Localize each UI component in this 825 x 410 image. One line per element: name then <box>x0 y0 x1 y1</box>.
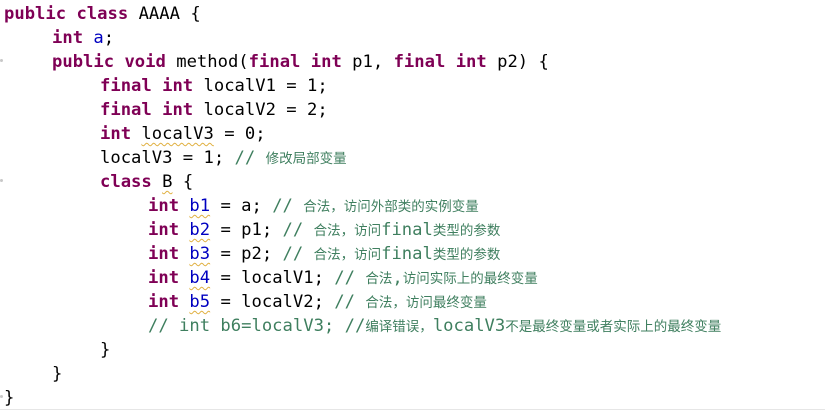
comment: localV3 <box>432 316 506 336</box>
gutter-marker <box>0 395 3 398</box>
comment: 编译错误， <box>365 319 433 335</box>
semicolon: ; <box>103 28 115 48</box>
keyword: int <box>148 196 180 216</box>
code-text: localV2 = 2; <box>203 100 328 120</box>
keyword: int <box>52 28 84 48</box>
comment: 合法，访问最终变量 <box>365 295 487 311</box>
brace: { <box>172 172 194 192</box>
field-name: b4 <box>189 268 211 288</box>
keyword: int <box>148 268 180 288</box>
keyword: final <box>100 76 152 96</box>
comment: // <box>282 244 314 264</box>
keyword: int <box>162 100 194 120</box>
code-line-assign3[interactable]: localV3 = 1; // 修改局部变量 <box>100 146 347 170</box>
code-line-class-decl[interactable]: public class AAAA { <box>4 2 201 26</box>
keyword: class <box>100 172 152 192</box>
comment: 合法，访问外部类的实例变量 <box>303 199 479 215</box>
code-line-b2[interactable]: int b2 = p1; // 合法，访问final类型的参数 <box>148 218 500 242</box>
variable-warning: localV3 <box>141 124 214 144</box>
code-line-method-decl[interactable]: public void method(final int p1, final i… <box>52 50 549 74</box>
keyword: int <box>148 292 180 312</box>
keyword: final <box>100 100 152 120</box>
comment: 合法，访问 <box>313 247 382 263</box>
brace: { <box>538 52 549 72</box>
code-line-close-class[interactable]: } <box>4 386 14 410</box>
comment: 类型的参数 <box>432 247 501 263</box>
keyword: int <box>148 220 180 240</box>
code-text: = p2; <box>210 244 283 264</box>
field-name: b1 <box>189 196 211 216</box>
keyword: int <box>148 244 180 264</box>
comment: final <box>381 244 433 264</box>
keyword: public <box>4 4 67 24</box>
code-line-close-method[interactable]: } <box>52 362 62 386</box>
field-name: b2 <box>189 220 211 240</box>
keyword: int <box>455 52 487 72</box>
keyword: class <box>76 4 129 24</box>
code-line-b1[interactable]: int b1 = a; // 合法，访问外部类的实例变量 <box>148 194 479 218</box>
code-text: = localV2; <box>210 292 335 312</box>
comment: // <box>234 148 266 168</box>
code-line-b3[interactable]: int b3 = p2; // 合法，访问final类型的参数 <box>148 242 500 266</box>
keyword: final <box>248 52 301 72</box>
comment: 访问实际上的最终变量 <box>402 271 538 287</box>
comment: // <box>334 268 366 288</box>
comment: // <box>334 292 366 312</box>
comment: 修改局部变量 <box>265 151 347 167</box>
code-text: = 0; <box>213 124 266 144</box>
comment: // int b6=localV3; // <box>148 316 366 336</box>
keyword: int <box>100 124 132 144</box>
brace: } <box>100 340 111 360</box>
code-line-local3[interactable]: int localV3 = 0; <box>100 122 266 146</box>
comment: // <box>282 220 314 240</box>
keyword: final <box>393 52 446 72</box>
code-line-local2[interactable]: final int localV2 = 2; <box>100 98 328 122</box>
class-name-warning: B <box>162 172 173 192</box>
brace: } <box>4 388 15 408</box>
param-name: p1, <box>352 52 384 72</box>
code-line-field-decl[interactable]: int a; <box>52 26 114 50</box>
keyword: public <box>52 52 115 72</box>
param-name: p2) <box>497 52 529 72</box>
comment: final <box>381 220 433 240</box>
code-text: localV1 = 1; <box>203 76 328 96</box>
code-text: localV3 = 1; <box>100 148 235 168</box>
code-line-b6-comment[interactable]: // int b6=localV3; //编译错误，localV3不是最终变量或… <box>148 314 721 338</box>
gutter-marker <box>0 59 3 62</box>
code-text: = a; <box>210 196 273 216</box>
code-line-close-inner[interactable]: } <box>100 338 110 362</box>
class-name: AAAA <box>138 4 180 24</box>
keyword: void <box>124 52 166 72</box>
code-line-local1[interactable]: final int localV1 = 1; <box>100 74 328 98</box>
code-line-b5[interactable]: int b5 = localV2; // 合法，访问最终变量 <box>148 290 487 314</box>
field-name: b5 <box>189 292 211 312</box>
brace: } <box>52 364 63 384</box>
code-line-b4[interactable]: int b4 = localV1; // 合法,访问实际上的最终变量 <box>148 266 538 290</box>
keyword: int <box>310 52 342 72</box>
comment: 合法 <box>365 271 393 287</box>
comment: 不是最终变量或者实际上的最终变量 <box>505 319 722 335</box>
comment: // <box>272 196 304 216</box>
comment: 类型的参数 <box>432 223 501 239</box>
code-text: = localV1; <box>210 268 335 288</box>
field-name: a <box>93 28 104 48</box>
code-line-inner-class[interactable]: class B { <box>100 170 193 194</box>
comment: 合法，访问 <box>313 223 382 239</box>
code-text: = p1; <box>210 220 283 240</box>
brace: { <box>190 4 201 24</box>
gutter-marker <box>0 179 3 182</box>
keyword: int <box>162 76 194 96</box>
method-name: method( <box>176 52 249 72</box>
field-name: b3 <box>189 244 211 264</box>
comment: , <box>392 268 403 288</box>
